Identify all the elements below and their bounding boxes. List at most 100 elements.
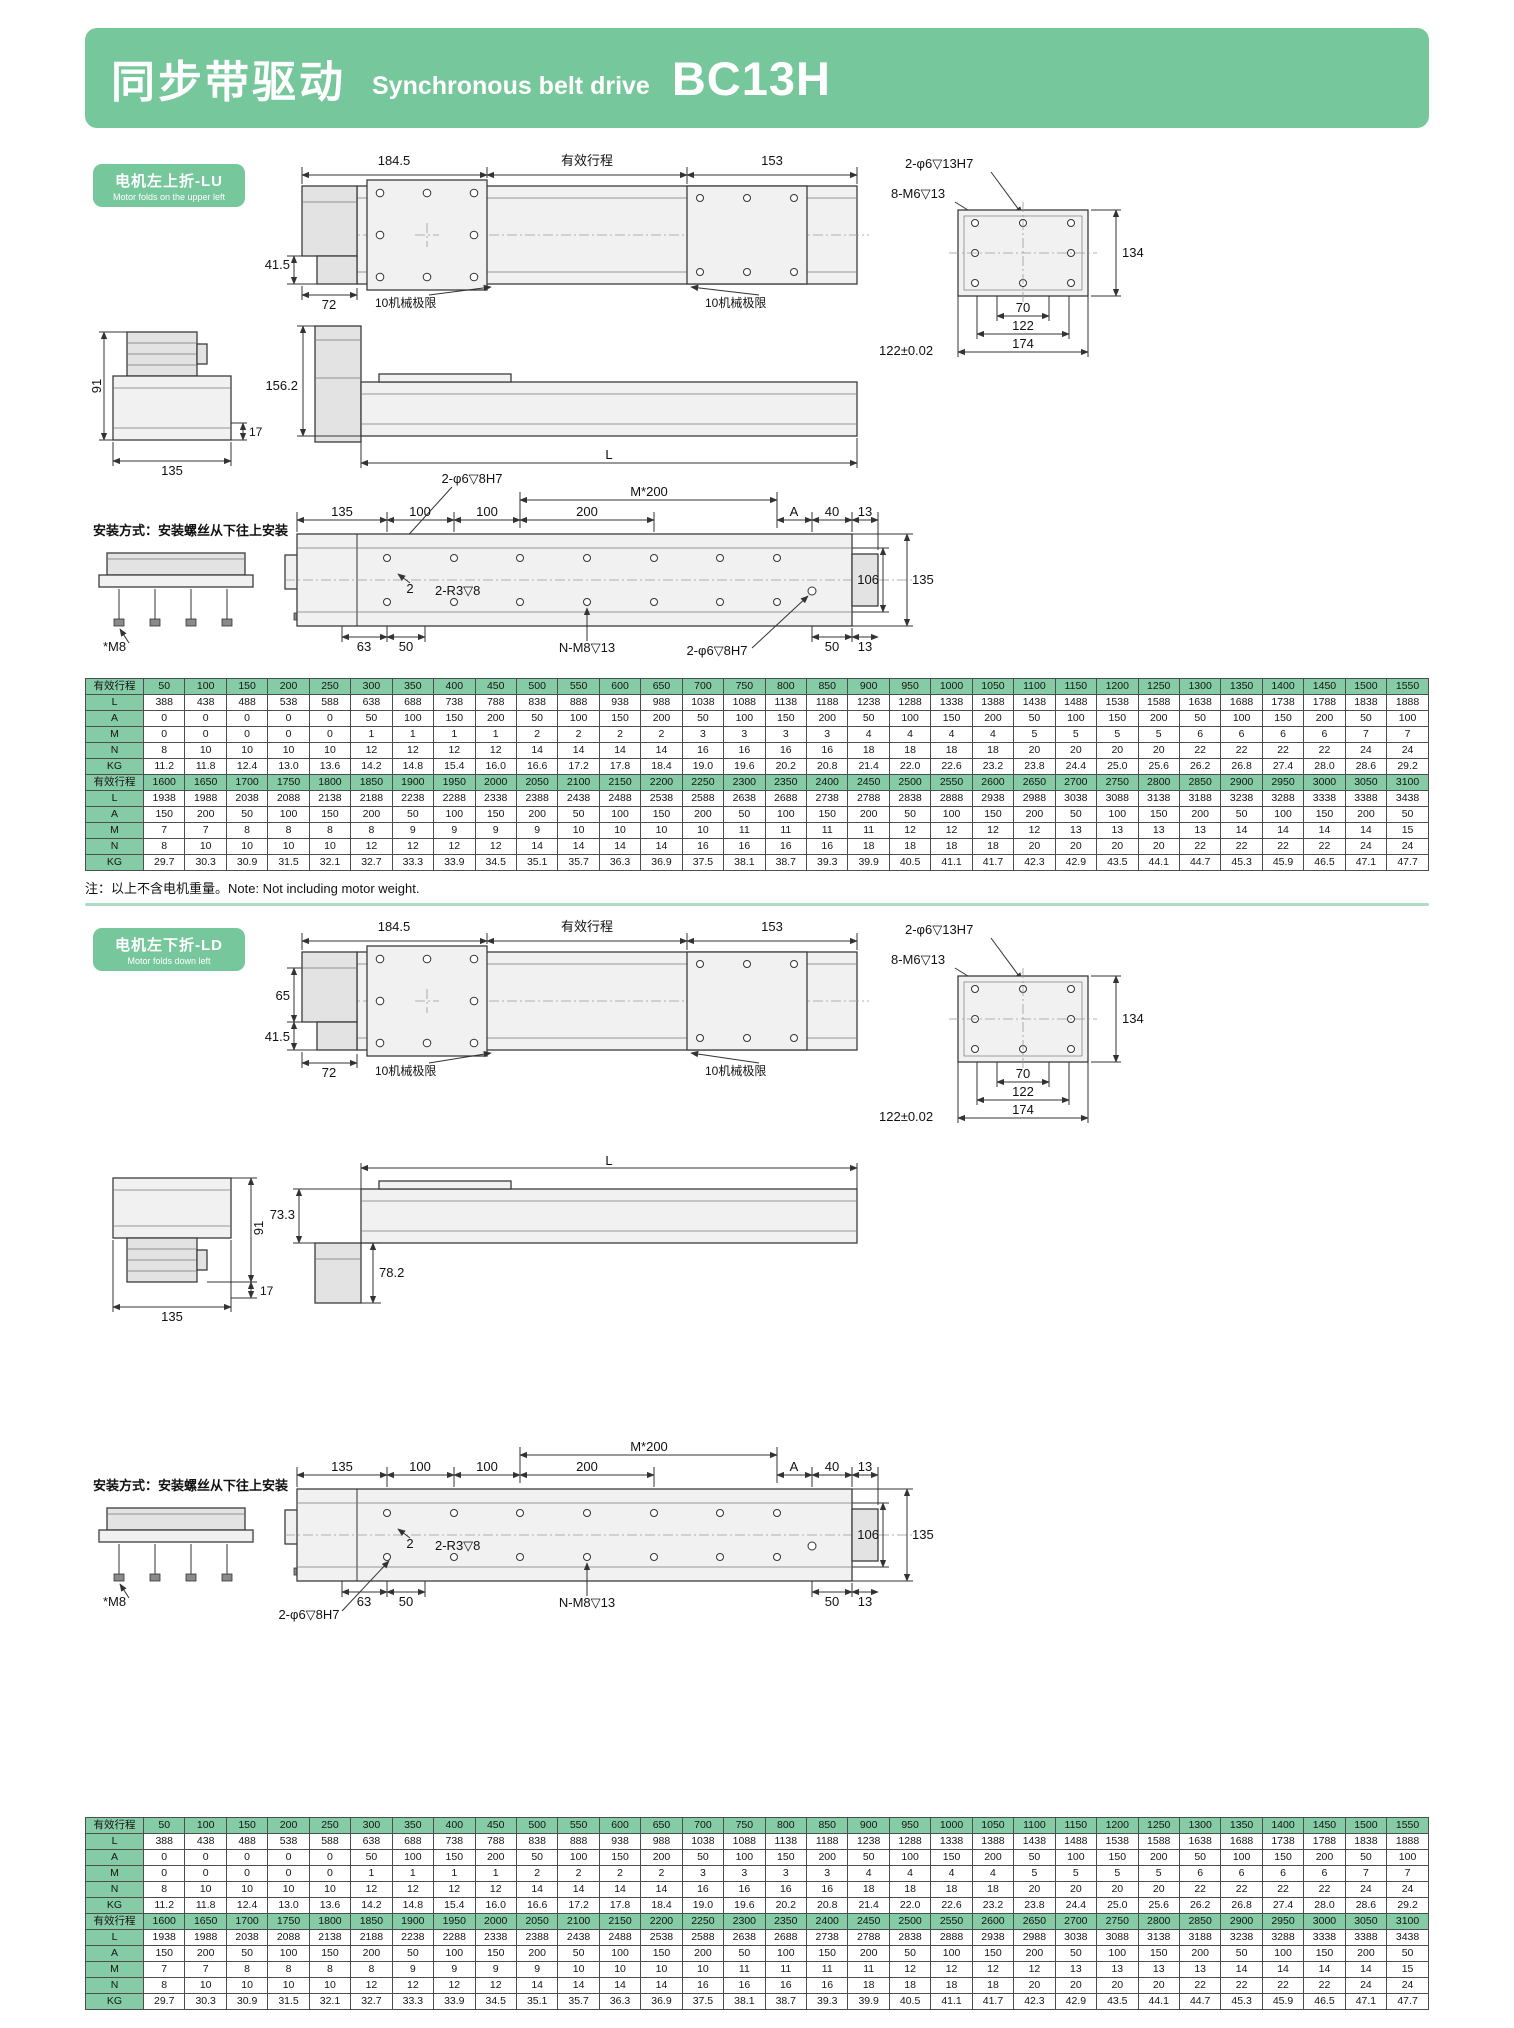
dim-13-right: 13 bbox=[858, 639, 872, 654]
value-cell: 31.5 bbox=[267, 854, 310, 871]
value-cell: 10 bbox=[308, 1977, 352, 1994]
value-cell: 150 bbox=[1261, 1849, 1305, 1866]
value-cell: 13.0 bbox=[267, 1897, 310, 1914]
value-cell: 10 bbox=[681, 1961, 725, 1978]
value-cell: 19.6 bbox=[723, 1897, 766, 1914]
value-cell: 1288 bbox=[888, 694, 932, 711]
value-cell: 2238 bbox=[391, 1929, 435, 1946]
value-cell: 300 bbox=[350, 1817, 393, 1834]
value-cell: 1250 bbox=[1137, 1817, 1180, 1834]
value-cell: 26.8 bbox=[1220, 758, 1263, 775]
value-cell: 3100 bbox=[1386, 1913, 1429, 1930]
value-cell: 16 bbox=[805, 742, 849, 759]
value-cell: 9 bbox=[433, 822, 476, 839]
value-cell: 4 bbox=[971, 726, 1015, 743]
value-cell: 30.3 bbox=[184, 1993, 227, 2010]
value-cell: 22 bbox=[1220, 1977, 1263, 1994]
value-cell: 850 bbox=[805, 678, 849, 695]
value-cell: 50 bbox=[142, 1817, 186, 1834]
value-cell: 100 bbox=[723, 1849, 766, 1866]
value-cell: 2638 bbox=[723, 1929, 766, 1946]
value-cell: 650 bbox=[640, 1817, 683, 1834]
value-cell: 6 bbox=[1303, 726, 1346, 743]
value-cell: 3188 bbox=[1178, 1929, 1222, 1946]
value-cell: 100 bbox=[433, 806, 476, 823]
value-cell: 44.7 bbox=[1178, 1993, 1222, 2010]
value-cell: 14 bbox=[515, 1881, 559, 1898]
value-cell: 50 bbox=[1386, 1945, 1429, 1962]
value-cell: 1600 bbox=[142, 774, 186, 791]
value-cell: 2438 bbox=[557, 790, 600, 807]
value-cell: 100 bbox=[391, 710, 435, 727]
value-cell: 1 bbox=[391, 1865, 435, 1882]
value-cell: 27.4 bbox=[1261, 1897, 1305, 1914]
end-face-plate bbox=[949, 968, 1097, 1070]
section-motor-fold-upper-left: 电机左上折-LU Motor folds on the upper left 1… bbox=[85, 148, 1429, 676]
value-cell: 12 bbox=[930, 1961, 973, 1978]
value-cell: 400 bbox=[433, 1817, 476, 1834]
value-cell: 2350 bbox=[764, 774, 808, 791]
dim-L: L bbox=[605, 447, 612, 462]
value-cell: 18 bbox=[971, 838, 1015, 855]
value-cell: 3388 bbox=[1344, 1929, 1388, 1946]
value-cell: 22 bbox=[1220, 742, 1263, 759]
value-cell: 22 bbox=[1261, 742, 1305, 759]
dim-122-tolerance: 122±0.02 bbox=[879, 1109, 933, 1124]
value-cell: 738 bbox=[433, 1833, 476, 1850]
value-cell: 14 bbox=[640, 838, 683, 855]
value-cell: 23.2 bbox=[971, 1897, 1015, 1914]
value-cell: 1888 bbox=[1386, 694, 1429, 711]
value-cell: 16.6 bbox=[515, 758, 559, 775]
value-cell: 4 bbox=[847, 726, 890, 743]
value-cell: 14 bbox=[515, 1977, 559, 1994]
value-cell: 100 bbox=[184, 1817, 227, 1834]
value-cell: 11 bbox=[764, 1961, 808, 1978]
value-cell: 1238 bbox=[847, 694, 890, 711]
value-cell: 43.5 bbox=[1096, 854, 1139, 871]
value-cell: 2 bbox=[557, 1865, 600, 1882]
side-dimensions: 91 17 135 bbox=[112, 1177, 274, 1324]
value-cell: 18 bbox=[930, 742, 973, 759]
value-cell: 17.2 bbox=[557, 1897, 600, 1914]
value-cell: 5 bbox=[1054, 1865, 1098, 1882]
value-cell: 150 bbox=[1303, 1945, 1346, 1962]
value-cell: 47.1 bbox=[1344, 854, 1388, 871]
value-cell: 45.3 bbox=[1220, 854, 1263, 871]
value-cell: 150 bbox=[930, 710, 973, 727]
value-cell: 11 bbox=[847, 822, 890, 839]
value-cell: 1500 bbox=[1344, 1817, 1388, 1834]
value-cell: 100 bbox=[1386, 1849, 1429, 1866]
value-cell: 45.9 bbox=[1261, 854, 1305, 871]
value-cell: 45.3 bbox=[1220, 1993, 1263, 2010]
value-cell: 3138 bbox=[1137, 1929, 1180, 1946]
value-cell: 44.1 bbox=[1137, 854, 1180, 871]
value-cell: 3050 bbox=[1344, 774, 1388, 791]
value-cell: 100 bbox=[764, 1945, 808, 1962]
carriage-plate bbox=[366, 179, 488, 291]
value-cell: 16.6 bbox=[515, 1897, 559, 1914]
ld-bottom-view: M*200 135 100 100 200 bbox=[278, 1439, 933, 1622]
dim-156-2: 156.2 bbox=[265, 378, 298, 393]
value-cell: 12 bbox=[350, 742, 393, 759]
value-cell: 3038 bbox=[1054, 1929, 1098, 1946]
value-cell: 200 bbox=[1178, 1945, 1222, 1962]
section-motor-fold-down-left: 电机左下折-LD Motor folds down left 184.5 有效行… bbox=[85, 919, 1429, 1815]
value-cell: 11.8 bbox=[184, 1897, 227, 1914]
value-cell: 538 bbox=[267, 694, 310, 711]
dim-40: 40 bbox=[825, 504, 839, 519]
value-cell: 100 bbox=[1261, 806, 1305, 823]
value-cell: 1350 bbox=[1220, 678, 1263, 695]
value-cell: 41.1 bbox=[930, 1993, 973, 2010]
value-cell: 20 bbox=[1054, 1881, 1098, 1898]
value-cell: 100 bbox=[557, 710, 600, 727]
pin-hole-right bbox=[807, 1541, 817, 1551]
value-cell: 22 bbox=[1261, 1977, 1305, 1994]
dim-70: 70 bbox=[1016, 300, 1030, 315]
value-cell: 150 bbox=[598, 1849, 642, 1866]
ld-end-view: 2-φ6▽13H7 8-M6▽13 134 bbox=[879, 922, 1144, 1124]
value-cell: 200 bbox=[971, 710, 1015, 727]
value-cell: 3388 bbox=[1344, 790, 1388, 807]
value-cell: 14 bbox=[515, 838, 559, 855]
